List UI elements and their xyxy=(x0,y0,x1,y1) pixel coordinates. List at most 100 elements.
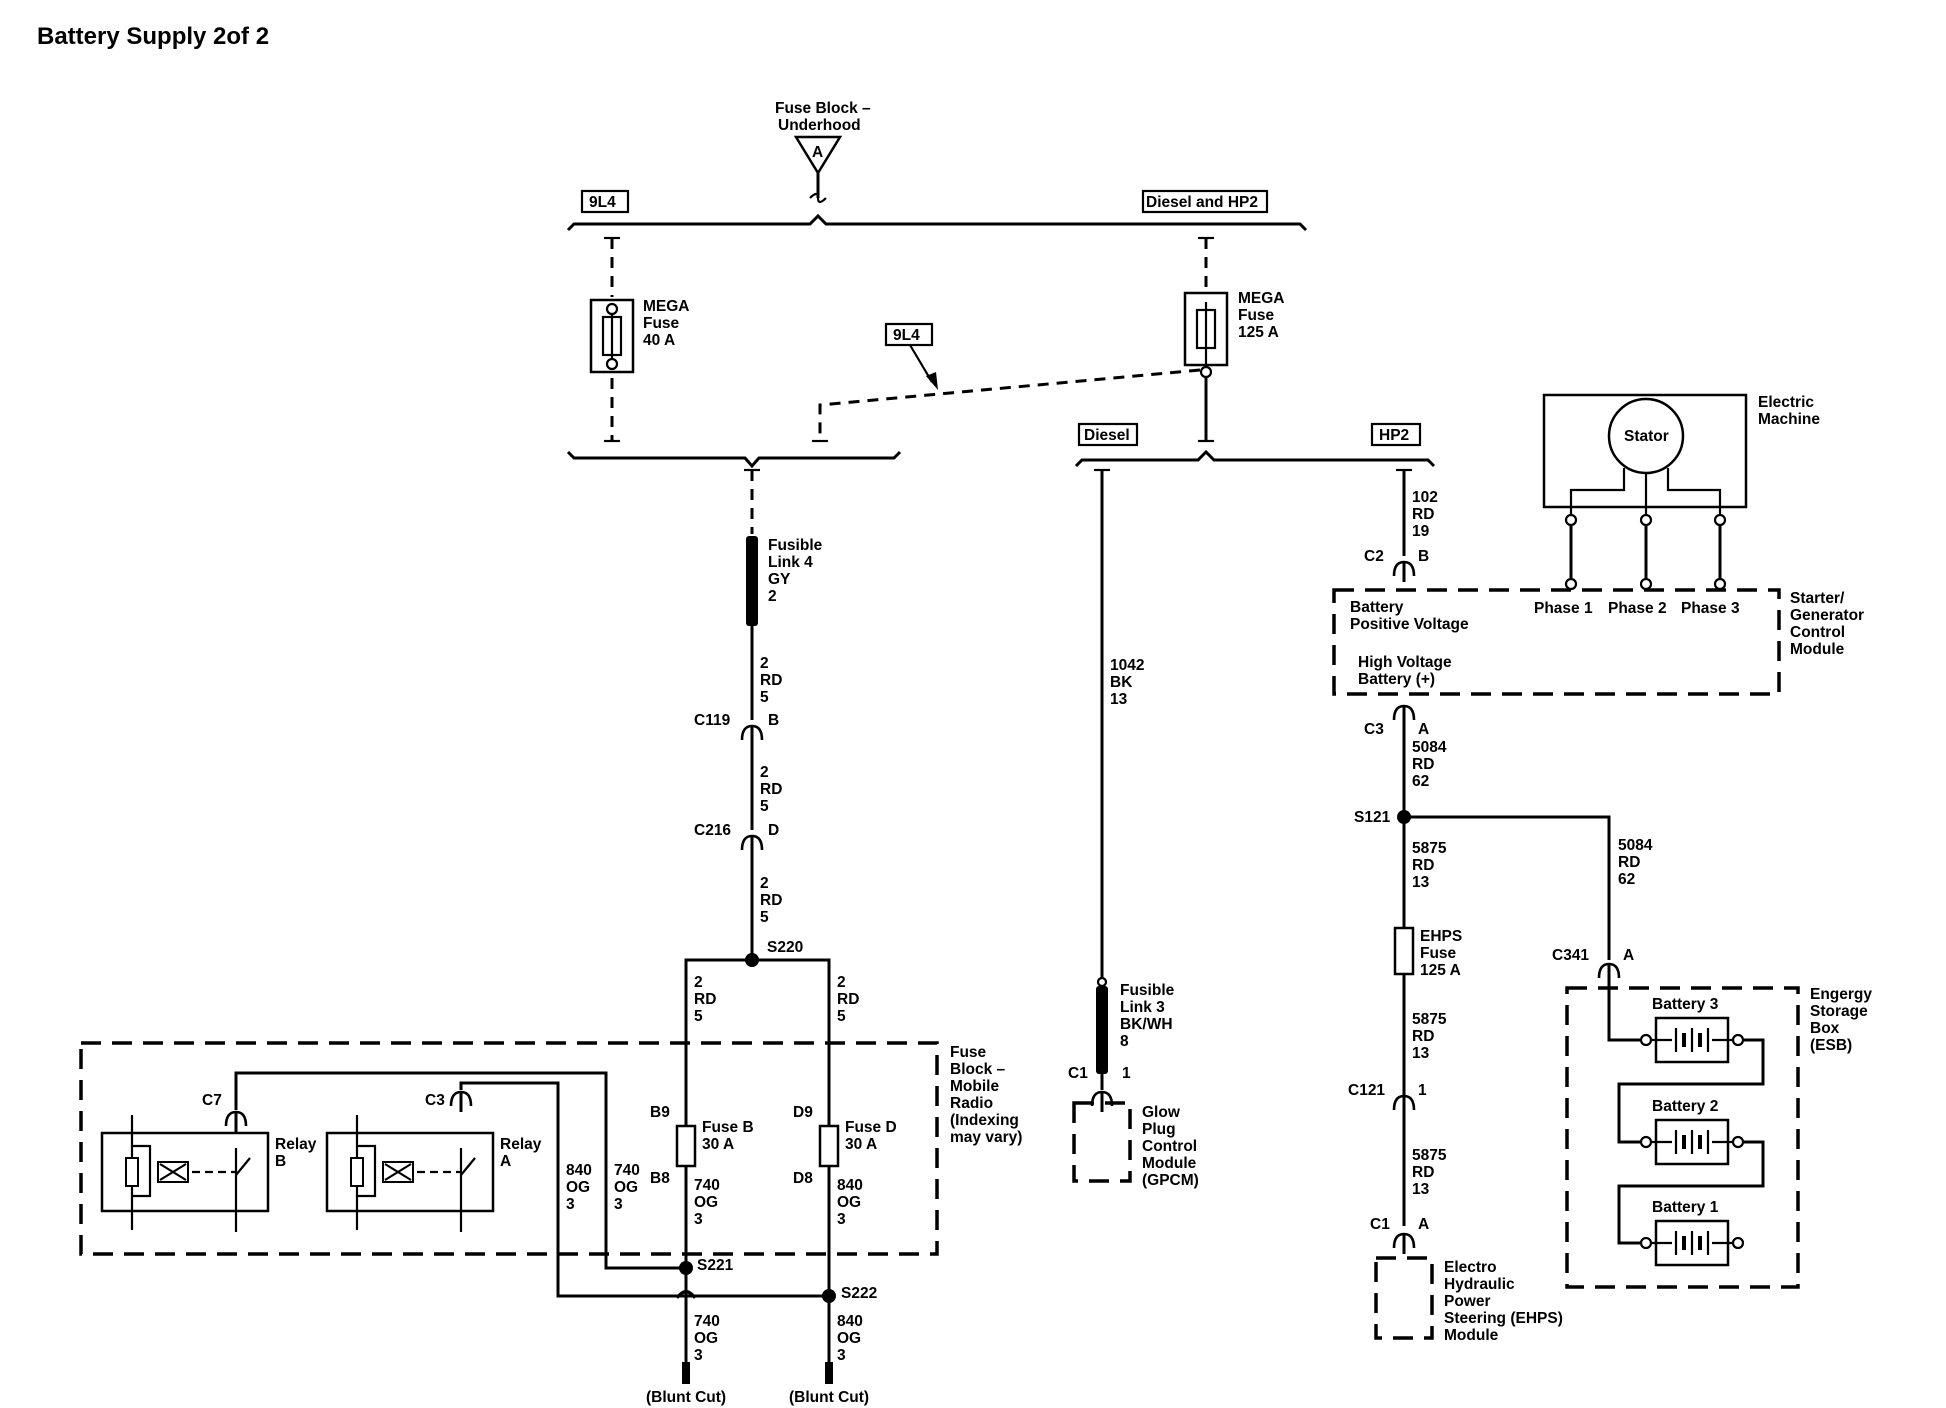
c1-ehps-label: C1 xyxy=(1370,1216,1390,1233)
gpcm-label-4: Module xyxy=(1142,1155,1197,1172)
wire-5084-b-3: 62 xyxy=(1618,871,1635,888)
connector-c216-icon xyxy=(740,834,764,858)
wire-2rd5-e-1: 2 xyxy=(837,974,846,991)
fuse-block-mobile-radio xyxy=(79,1041,939,1256)
option-brace-left xyxy=(566,450,902,469)
wire-840-b-3: 3 xyxy=(566,1196,575,1213)
s220-label: S220 xyxy=(767,939,803,956)
wire-840-c-1: 840 xyxy=(837,1313,863,1330)
fuse-block-radio-label-5: (Indexing xyxy=(950,1112,1019,1129)
wire-5875-b-1: 5875 xyxy=(1412,1011,1447,1028)
esb-label-3: Box xyxy=(1810,1020,1840,1037)
relay-b: Relay B xyxy=(100,1115,317,1232)
sgcm-hv-battery-2: Battery (+) xyxy=(1358,671,1435,688)
wire-2rd5-c-1: 2 xyxy=(760,875,769,892)
splice-s221 xyxy=(679,1261,693,1275)
option-brace-top xyxy=(566,213,1308,232)
wire-5875-c-1: 5875 xyxy=(1412,1147,1447,1164)
blunt-cut-label-2: (Blunt Cut) xyxy=(789,1389,869,1406)
c7-label: C7 xyxy=(202,1092,222,1109)
relay-a-label-2: A xyxy=(500,1153,511,1170)
sgcm-phase-3: Phase 3 xyxy=(1681,600,1740,617)
wire-5875-c-3: 13 xyxy=(1412,1181,1430,1198)
s221-label: S221 xyxy=(697,1257,734,1274)
energy-storage-box xyxy=(1565,986,1800,1289)
fusible-link-4 xyxy=(746,536,758,626)
esb-label-2: Storage xyxy=(1810,1003,1868,1020)
c121-label: C121 xyxy=(1348,1082,1385,1099)
wire-2rd5-b-2: RD xyxy=(760,781,782,798)
fusible-link-4-label-2: Link 4 xyxy=(768,554,813,571)
wire-5875-a-3: 13 xyxy=(1412,874,1430,891)
wire-2rd5-d-2: RD xyxy=(694,991,716,1008)
fuse-block-underhood-label-2: Underhood xyxy=(778,117,861,134)
wire-1042-3: 13 xyxy=(1110,691,1128,708)
ehps-fuse-label-3: 125 A xyxy=(1420,962,1461,979)
option-diesel-text: Diesel xyxy=(1084,427,1130,444)
wire-740-c-2: OG xyxy=(694,1330,718,1347)
wire-5875-b-3: 13 xyxy=(1412,1045,1430,1062)
c3-label: C3 xyxy=(1364,721,1384,738)
wire-102-1: 102 xyxy=(1412,489,1438,506)
electric-machine-label-2: Machine xyxy=(1758,411,1820,428)
gpcm-label-3: Control xyxy=(1142,1138,1197,1155)
wire-740-b-3: 3 xyxy=(614,1196,623,1213)
gpcm-label-1: Glow xyxy=(1142,1104,1181,1121)
wire-5084-a-2: RD xyxy=(1412,756,1434,773)
relay-b-label-1: Relay xyxy=(275,1136,317,1153)
wire-740-c-1: 740 xyxy=(694,1313,720,1330)
fuse-d-label-1: Fuse D xyxy=(845,1119,897,1136)
triangle-marker: A xyxy=(812,144,823,161)
fuse-b: B9 B8 Fuse B 30 A xyxy=(650,1104,754,1187)
fuse-d-bottom-pin: D8 xyxy=(793,1170,813,1187)
battery-2: Battery 2 xyxy=(1639,1098,1745,1166)
wire-740-b-1: 740 xyxy=(614,1162,640,1179)
option-brace-right xyxy=(1074,449,1436,468)
wire-2rd5-a-2: RD xyxy=(760,672,782,689)
wire-2rd5-e-3: 5 xyxy=(837,1008,846,1025)
wire-5084-b-1: 5084 xyxy=(1618,837,1653,854)
sgcm-battery-pos-2: Positive Voltage xyxy=(1350,616,1469,633)
c1-ehps-pin: A xyxy=(1418,1216,1429,1233)
connector-c121-icon xyxy=(1392,1094,1416,1118)
c2-pin: B xyxy=(1418,548,1429,565)
sgcm-label-3: Control xyxy=(1790,624,1845,641)
fuse-block-radio-label-4: Radio xyxy=(950,1095,993,1112)
fuse-block-underhood-label-1: Fuse Block – xyxy=(775,100,871,117)
ehps-module-label-5: Module xyxy=(1444,1327,1499,1344)
c216-label: C216 xyxy=(694,822,731,839)
wire-840-b-1: 840 xyxy=(566,1162,592,1179)
fuse-b-label-1: Fuse B xyxy=(702,1119,754,1136)
wire-740-a-3: 3 xyxy=(694,1211,703,1228)
wire-5084-b-2: RD xyxy=(1618,854,1640,871)
fuse-block-underhood: Fuse Block – Underhood A xyxy=(775,100,871,204)
option-diesel-hp2-text: Diesel and HP2 xyxy=(1146,194,1258,211)
mega-fuse-125a-label-2: Fuse xyxy=(1238,307,1275,324)
wire-102-3: 19 xyxy=(1412,523,1430,540)
wire-2rd5-c-3: 5 xyxy=(760,909,769,926)
fuse-block-radio-label-1: Fuse xyxy=(950,1044,987,1061)
wire-2rd5-d-3: 5 xyxy=(694,1008,703,1025)
ehps-fuse-label-1: EHPS xyxy=(1420,928,1462,945)
esb-label-1: Engergy xyxy=(1810,986,1872,1003)
stator-label: Stator xyxy=(1624,428,1669,445)
c3-relay-label: C3 xyxy=(425,1092,445,1109)
ehps-fuse xyxy=(1393,926,1415,976)
wire-5875-b-2: RD xyxy=(1412,1028,1434,1045)
c216-pin: D xyxy=(768,822,779,839)
ehps-module-label-3: Power xyxy=(1444,1293,1491,1310)
wire-2rd5-b-3: 5 xyxy=(760,798,769,815)
fuse-block-radio-label-6: may vary) xyxy=(950,1129,1022,1146)
wire-840-c-3: 3 xyxy=(837,1347,846,1364)
ehps-module-label-2: Hydraulic xyxy=(1444,1276,1515,1293)
wire-1042-2: BK xyxy=(1110,674,1133,691)
wire-2rd5-a-3: 5 xyxy=(760,689,769,706)
fusible-link-3-label-2: Link 3 xyxy=(1120,999,1165,1016)
option-tag-diesel xyxy=(1077,422,1139,447)
ehps-fuse-label-2: Fuse xyxy=(1420,945,1457,962)
fusible-link-3-label-4: 8 xyxy=(1120,1033,1129,1050)
sgcm-hv-battery-1: High Voltage xyxy=(1358,654,1452,671)
wire-5875-c-2: RD xyxy=(1412,1164,1434,1181)
connector-c119-icon xyxy=(740,724,764,748)
